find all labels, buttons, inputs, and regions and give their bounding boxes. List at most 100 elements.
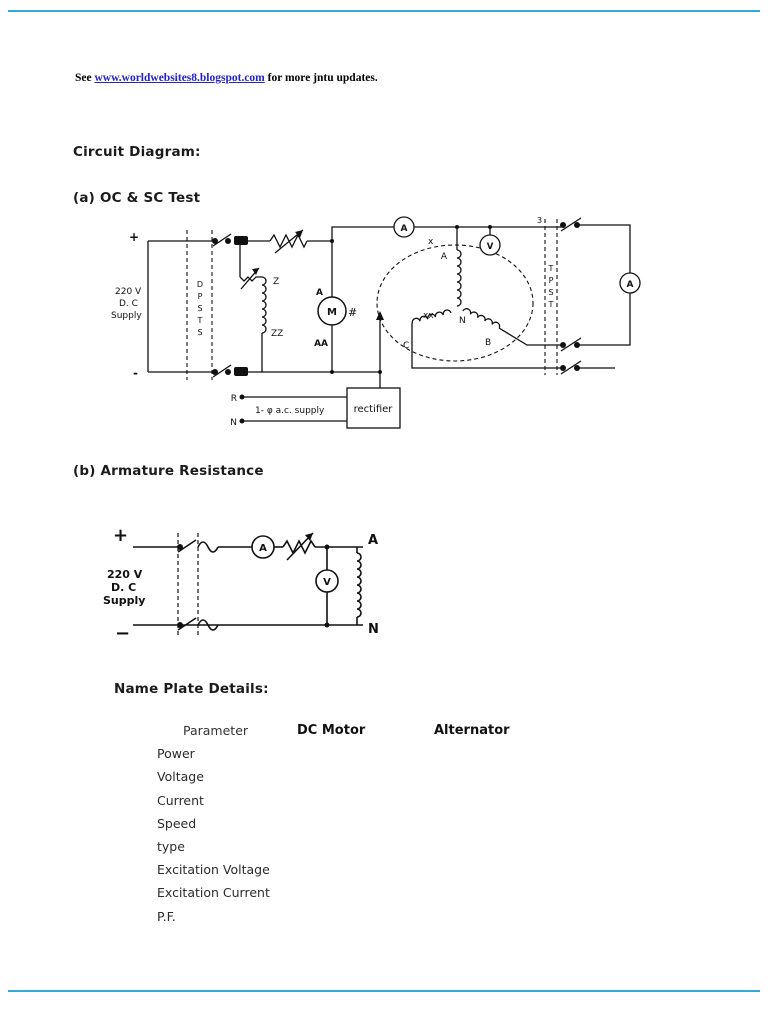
tpst-letter: T [548,300,554,309]
alternator-winding-c [411,309,452,324]
supply-label: Supply [111,311,142,321]
ammeter-motor-label: A [401,224,408,234]
armature-terminal-aa: AA [314,339,328,349]
ammeter-load-label: A [627,280,634,290]
line-n-label: N [230,418,237,428]
tpst-letter: S [548,288,553,297]
row-label: P.F. [157,908,176,924]
switch-outline [177,533,199,637]
plus-sign: + [129,230,139,244]
oc-sc-test-circuit-diagram: + - 220 V D. C Supply D P S T S Z ZZ A A… [111,216,641,429]
terminal-a-label: A [368,533,378,548]
voltmeter-circle [315,569,339,593]
table-row: P.F. [157,905,587,928]
page-border-bottom [8,990,760,992]
motor-label: M [327,307,337,318]
meters [317,216,641,429]
hash-mark: # [348,306,357,319]
table-row: Speed [157,812,587,835]
armature-winding [356,552,362,618]
three-phase-mark: 3 [537,216,542,225]
alternator-stator-outline [376,244,534,362]
voltmeter-label: V [323,577,331,588]
row-label: Excitation Voltage [157,862,270,878]
voltmeter-circle [479,234,501,256]
tpst-letter: T [548,264,554,273]
field-terminal-zz: ZZ [271,329,283,339]
table-row: Current [157,789,587,812]
table-row: Voltage [157,765,587,788]
terminal-n-label: N [368,622,379,637]
supply-label: D. C [111,581,136,594]
table-row: Excitation Voltage [157,858,587,881]
switch-blade-bottom [177,617,197,631]
page-border-top [8,10,760,12]
column-header-parameter: Parameter [183,723,249,739]
diagram-b-labels: + − 220 V D. C Supply A V A N [103,525,379,644]
table-row: Excitation Current [157,881,587,904]
contacts-and-fuses [212,222,580,424]
field-rheostat-arrowhead [252,268,259,275]
meters [251,535,339,593]
section-title-circuit-diagram: Circuit Diagram: [73,144,201,160]
line-r-label: R [231,394,237,404]
dpsts-letter: S [197,304,202,313]
supply-label: 220 V [115,287,142,297]
row-label: type [157,839,185,855]
row-label: Current [157,792,204,808]
column-header-dc-motor: DC Motor [297,723,366,739]
field-terminal-z: Z [273,277,279,287]
supply-label: 220 V [107,568,143,581]
fuse-bottom [197,619,219,631]
terminal-x: x [428,237,434,247]
plus-sign: + [113,525,128,546]
fuse-top [197,541,219,553]
column-header-alternator: Alternator [434,723,510,739]
supply-label: Supply [103,594,145,607]
dpsts-letter: S [197,328,202,337]
row-label: Power [157,746,195,762]
motor-circle [317,296,347,326]
excitation-arrowhead [376,311,384,320]
table-row: Power [157,742,587,765]
contacts [177,533,330,628]
header-note: See www.worldwebsites8.blogspot.com for … [75,72,378,84]
dpsts-letter: T [197,316,203,325]
alternator-winding-b [462,308,501,329]
motor-field-winding [261,276,267,334]
switch-blade-top [177,539,197,553]
winding-b-label: B [485,338,491,348]
header-suffix: for more jntu updates. [264,72,378,84]
ammeter-load-circle [619,272,641,294]
minus-sign: − [115,623,130,644]
nameplate-header-row: Parameter DC Motor Alternator [157,719,587,742]
terminal-xx: xx [423,311,434,321]
rheostat-zigzag [282,539,316,555]
dpsts-letter: D [197,280,203,289]
subsection-armature-resistance: (b) Armature Resistance [73,463,264,479]
diagram-a-labels: + - 220 V D. C Supply D P S T S Z ZZ A A… [111,216,634,428]
armature-resistance-circuit-diagram: + − 220 V D. C Supply A V A N [103,525,379,644]
row-label: Excitation Current [157,885,270,901]
armature-terminal-a: A [316,288,323,298]
supply-label: D. C [119,299,138,309]
ammeter-motor-circle [393,216,415,238]
rectifier-label: rectifier [354,404,394,415]
rheostat-arrowhead [305,533,313,541]
ammeter-circle [251,535,275,559]
table-row: type [157,835,587,858]
row-label: Voltage [157,769,204,785]
subsection-oc-sc-test: (a) OC & SC Test [73,190,201,206]
blog-link[interactable]: www.worldwebsites8.blogspot.com [94,72,265,84]
nameplate-table: Parameter DC Motor Alternator Power Volt… [157,719,587,928]
tpst-letter: P [549,276,554,285]
winding-a-label: A [441,252,448,262]
switch-and-stator-outlines [186,219,558,380]
nameplate-title: Name Plate Details: [114,681,269,697]
wires [133,532,363,631]
dpsts-letter: P [198,292,203,301]
alternator-winding-a [456,249,462,307]
ac-supply-label: 1- φ a.c. supply [255,406,325,416]
windings [261,249,501,334]
rheostat-arrowhead [295,230,303,238]
